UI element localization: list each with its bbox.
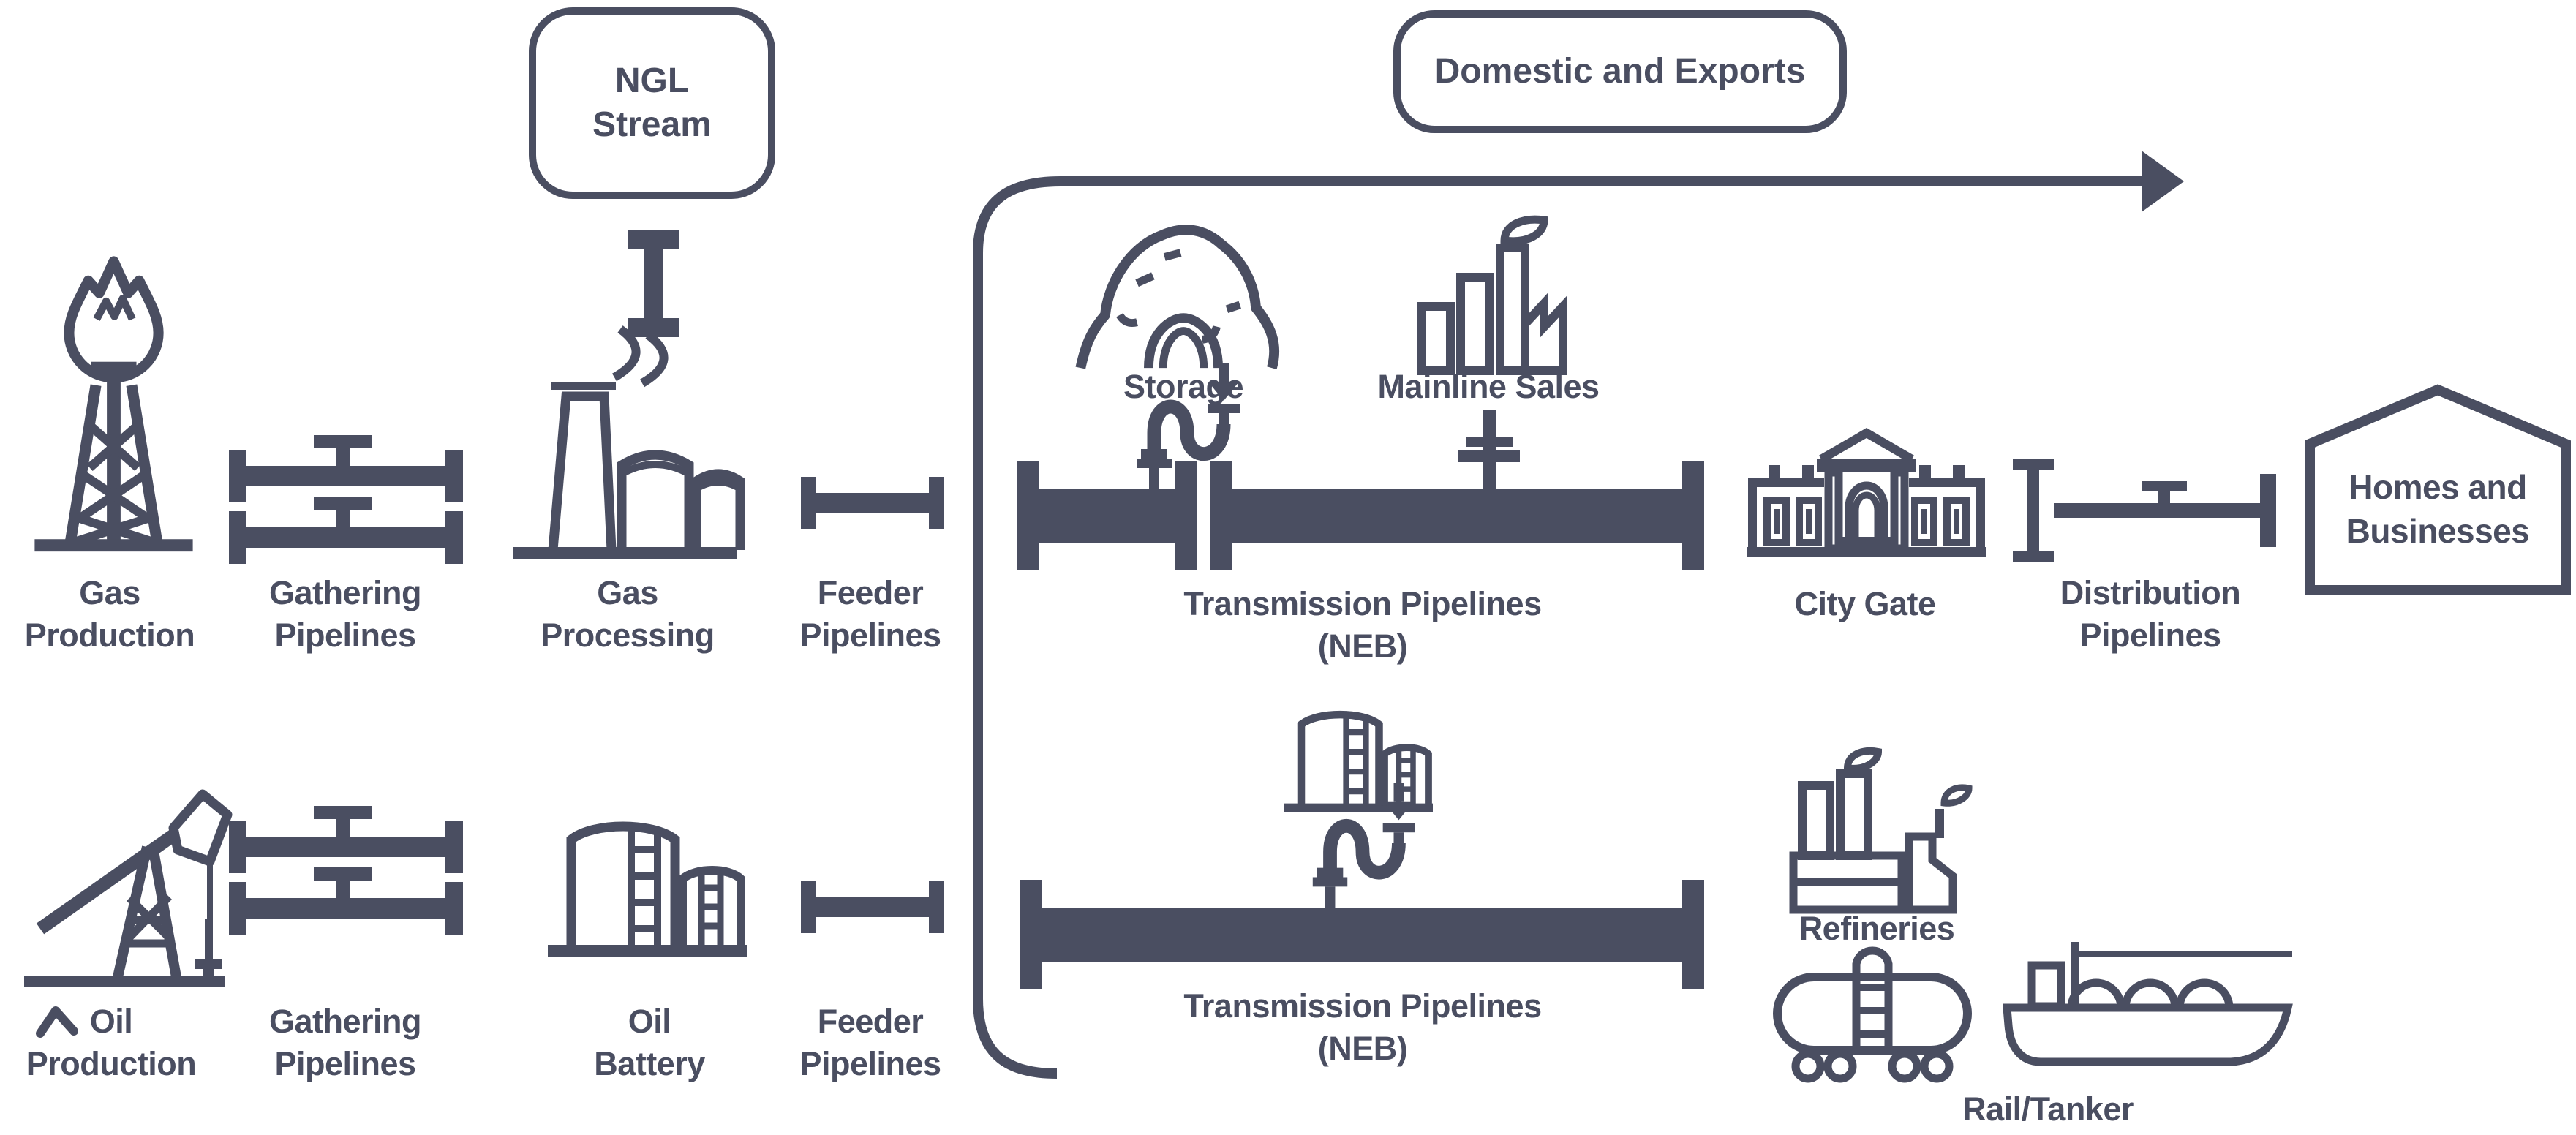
gathering-pipelines-icon — [229, 806, 463, 935]
s-trap-connector-icon — [1137, 363, 1240, 491]
ngl-stream-box: NGL Stream — [529, 7, 775, 199]
refineries-icon — [1789, 747, 1973, 914]
refineries-label: Refineries — [1799, 910, 1955, 947]
storage-label: Storage — [1123, 368, 1244, 405]
gas-production-label: Gas Production — [24, 574, 195, 654]
mainline-valve-flange-narrow — [1466, 437, 1513, 447]
pipe-cap — [1682, 461, 1704, 570]
pipe-bar — [1210, 489, 1704, 543]
gathering-bottom-label: Gathering Pipelines — [268, 1003, 422, 1082]
rail-tanker-car-icon — [1773, 946, 1972, 1083]
distribution-label: Distribution Pipelines — [2060, 574, 2241, 654]
mainline-sales-label: Mainline Sales — [1377, 368, 1600, 405]
domestic-exports-box: Domestic and Exports — [1393, 10, 1847, 133]
distribution-valve-stem — [2158, 491, 2170, 503]
distribution-pipe-bar — [2054, 503, 2260, 518]
mainline-valve-stem — [1483, 410, 1496, 489]
pipe-bar — [1017, 489, 1197, 543]
s-trap-connector-icon — [1312, 783, 1415, 909]
gas-processing-plant-icon — [513, 325, 745, 559]
distribution-valve-cap — [2142, 481, 2187, 491]
distribution-right-cap — [2260, 474, 2276, 547]
lng-ship-icon — [2003, 942, 2293, 1066]
city-gate-label: City Gate — [1794, 585, 1936, 622]
chevron-mark-icon — [36, 1006, 78, 1038]
pipe-cap — [1682, 880, 1704, 989]
mainline-sales-icon — [1417, 215, 1567, 375]
gathering-pipelines-icon — [229, 435, 463, 564]
transmission-bottom-label: Transmission Pipelines (NEB) — [1183, 987, 1542, 1067]
oil-battery-tanks-icon — [548, 821, 747, 957]
transmission-top-label: Transmission Pipelines (NEB) — [1183, 585, 1542, 665]
city-gate-icon — [1747, 428, 1986, 557]
distribution-left-cap-stem — [2027, 459, 2039, 562]
oil-battery-label: Oil Battery — [594, 1003, 705, 1082]
homes-businesses-label: Homes and Businesses — [2346, 468, 2530, 550]
domestic-exports-label: Domestic and Exports — [1434, 52, 1806, 91]
rail-tanker-label: Rail/Tanker — [1962, 1090, 2134, 1128]
pipe-bar — [1020, 908, 1704, 962]
oil-production-label: Oil Production — [26, 1003, 197, 1082]
mainline-valve-flange-wide — [1458, 450, 1520, 462]
gas-flare-derrick-icon — [34, 256, 193, 552]
gathering-top-label: Gathering Pipelines — [268, 574, 422, 654]
ngl-stream-label: NGL Stream — [592, 61, 712, 144]
storage-cavern-icon — [1075, 225, 1280, 369]
pipe-cap — [1175, 461, 1197, 570]
feeder-pipeline-icon — [801, 881, 944, 933]
feeder-pipeline-icon — [801, 477, 944, 529]
gas-processing-label: Gas Processing — [541, 574, 715, 654]
pumpjack-icon — [24, 789, 233, 987]
distribution-left-cap-serif — [2013, 551, 2054, 562]
homes-house-icon — [2305, 384, 2571, 595]
feeder-top-label: Feeder Pipelines — [799, 574, 941, 654]
feeder-bottom-label: Feeder Pipelines — [799, 1003, 941, 1082]
